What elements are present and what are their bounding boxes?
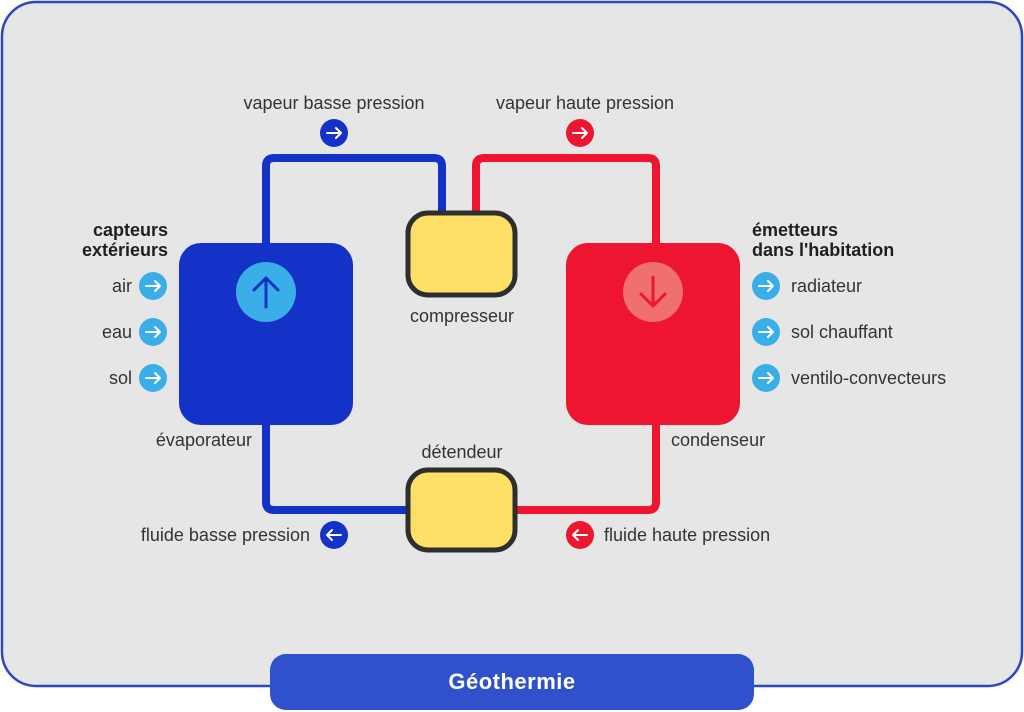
expander-label: détendeur <box>421 442 503 462</box>
emitters-heading-line2: dans l'habitation <box>752 240 895 260</box>
condenser-label: condenseur <box>671 430 766 450</box>
compressor-box <box>405 210 518 298</box>
high-pressure-vapor-label: vapeur haute pression <box>495 93 675 113</box>
arrow-right-icon <box>139 364 167 392</box>
high-pressure-vapor-pipe <box>472 154 660 250</box>
low-pressure-fluid-pipe <box>262 415 415 514</box>
low-pressure-vapor-label: vapeur basse pression <box>243 93 425 113</box>
arrow-right-icon <box>320 119 348 147</box>
arrow-up-icon <box>236 262 296 322</box>
page-title: Géothermie <box>448 669 576 694</box>
low-pressure-fluid-label: fluide basse pression <box>140 525 310 545</box>
emitters-heading: émetteurs dans l'habitation <box>752 220 894 260</box>
low-pressure-vapor-pipe <box>262 154 446 250</box>
evaporator-label: évaporateur <box>155 430 252 450</box>
arrow-right-icon <box>566 119 594 147</box>
sources-heading: capteurs extérieurs <box>40 220 168 260</box>
arrow-right-icon <box>139 272 167 300</box>
condenser-box <box>566 243 740 425</box>
high-pressure-fluid-label: fluide haute pression <box>604 525 771 545</box>
high-pressure-fluid-pipe <box>510 415 660 514</box>
source-item-air: air <box>111 276 132 296</box>
arrow-right-icon <box>752 364 780 392</box>
source-item-sol: sol <box>108 368 132 388</box>
evaporator-box <box>179 243 353 425</box>
arrow-left-icon <box>320 521 348 549</box>
arrow-right-icon <box>139 318 167 346</box>
expander-box <box>405 467 518 553</box>
sources-heading-line2: extérieurs <box>81 240 168 260</box>
arrow-right-icon <box>752 318 780 346</box>
title-bar: Géothermie <box>270 654 754 710</box>
arrow-left-icon <box>566 521 594 549</box>
arrow-right-icon <box>752 272 780 300</box>
compressor-label: compresseur <box>409 306 515 326</box>
arrow-down-icon <box>623 262 683 322</box>
emitter-item-sol-chauffant: sol chauffant <box>791 322 893 342</box>
source-item-eau: eau <box>101 322 132 342</box>
emitters-heading-line1: émetteurs <box>752 220 839 240</box>
sources-heading-line1: capteurs <box>92 220 168 240</box>
emitter-item-ventilo-convecteurs: ventilo-convecteurs <box>791 368 947 388</box>
emitter-item-radiateur: radiateur <box>791 276 863 296</box>
